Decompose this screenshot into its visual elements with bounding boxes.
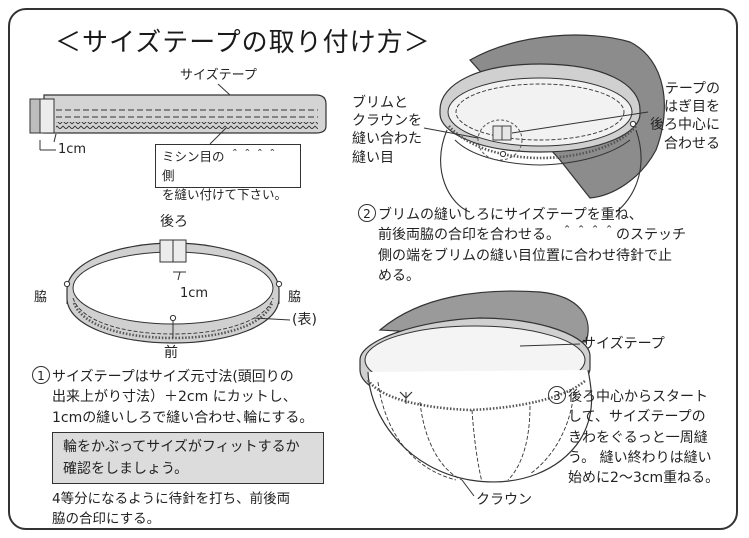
crown-label: クラウン: [476, 492, 532, 508]
step-1-line-1: サイズテープはサイズ元寸法(頭回りの: [52, 369, 294, 385]
pin-note: 4等分になるように待針を打ち、前後両 脇の合印にする。: [52, 490, 290, 529]
tape-dimension: 1cm: [58, 142, 87, 157]
ring-back-label: 後ろ: [160, 214, 188, 230]
step-2-number: 2: [358, 204, 376, 222]
brim-seam-line-2: クラウンを: [352, 113, 422, 130]
step-3-line-5: 始めに2〜3cm重ねる。: [568, 470, 720, 487]
brim-seam-line-1: ブリムと: [352, 95, 408, 111]
brim-stage-drawing: [423, 34, 665, 213]
step-3-line-4: う。 縫い終わりは縫い: [568, 449, 712, 466]
step-2-line-1: ブリムの縫いしろにサイズテープを重ね、: [378, 207, 643, 223]
crown-stage-drawing: [359, 290, 593, 497]
brim-seam-label: ブリムと クラウンを 縫い合わた 縫い目: [352, 94, 422, 167]
joint-line-3: 後ろ中心に: [650, 117, 720, 134]
ring-dimension: 1cm: [180, 286, 209, 301]
tape-note-line-2: を縫い付けて下さい。: [162, 186, 288, 202]
tape-joint-label: テープの はぎ目を 後ろ中心に 合わせる: [650, 80, 720, 153]
tape-note-line-1: ミシン目の ＾＾＾＾ 側: [162, 149, 279, 183]
step-3-line-2: して、サイズテープの: [568, 409, 706, 426]
page-frame: [8, 8, 738, 530]
fit-check-tip: 輪をかぶってサイズがフィットするか 確認をしましょう。: [52, 432, 324, 484]
step-1-line-2: 出来上がり寸法）＋2cm にカットし、: [52, 389, 297, 406]
tape-label: サイズテープ: [180, 68, 257, 83]
step-2-line-2: 前後両脇の合印を合わせる。＾＾＾＾のステッチ: [378, 227, 686, 244]
cap-tape-label: サイズテープ: [582, 336, 665, 352]
pin-note-line-2: 脇の合印にする。: [52, 510, 161, 527]
step-3-line-1: 後ろ中心からスタート: [568, 389, 708, 405]
step-1-line-3: 1cmの縫いしろで縫い合わせ､輪にする。: [52, 409, 314, 426]
brim-seam-line-3: 縫い合わた: [352, 131, 422, 148]
ring-right-side-label: 脇: [288, 290, 302, 305]
ring-front-label: 前: [164, 345, 178, 361]
page-title: ＜サイズテープの取り付け方＞: [55, 28, 431, 58]
brim-seam-line-4: 縫い目: [352, 149, 394, 166]
ring-left-side-label: 脇: [34, 290, 48, 305]
step-2-line-3: 側の端をブリムの縫い目位置に合わせ待針で止: [378, 247, 672, 264]
joint-line-1: テープの: [664, 81, 720, 97]
tape-ring-drawing: [63, 239, 291, 344]
tip-line-1: 輪をかぶってサイズがフィットするか: [63, 439, 300, 455]
joint-line-4: 合わせる: [664, 135, 720, 152]
step-1-number: 1: [32, 366, 50, 384]
ring-face-label: (表): [292, 312, 317, 328]
step-3-number: 3: [548, 386, 566, 404]
tape-strip-drawing: [29, 83, 327, 151]
tip-line-2: 確認をしましょう。: [63, 460, 189, 477]
joint-line-2: はぎ目を: [664, 99, 720, 116]
pin-note-line-1: 4等分になるように待針を打ち、前後両: [52, 491, 291, 507]
step-3-line-3: きわをぐるっと一周縫: [568, 429, 708, 446]
step-2-line-4: める。: [378, 267, 420, 284]
tape-stitch-note: ミシン目の ＾＾＾＾ 側 を縫い付けて下さい。: [155, 144, 301, 202]
